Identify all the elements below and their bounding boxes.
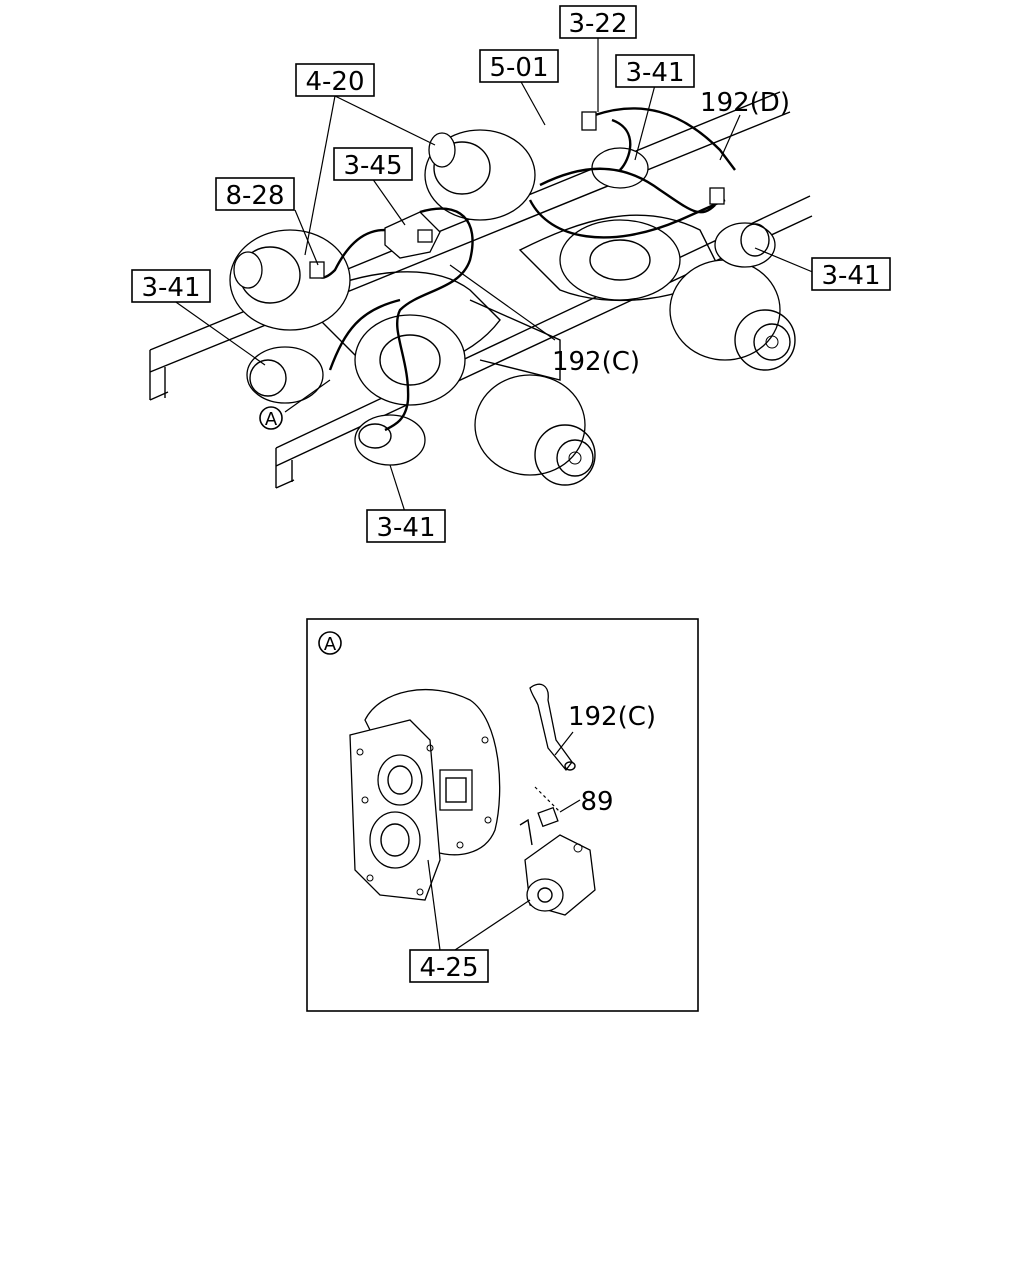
callout-3-22: 3-22 [559, 5, 637, 39]
label-4-25: 4-25 [419, 953, 478, 983]
callout-3-41-left: 3-41 [131, 269, 211, 303]
label-3-41-top: 3-41 [625, 58, 684, 88]
label-5-01: 5-01 [489, 53, 548, 83]
label-3-22: 3-22 [568, 9, 627, 39]
detail-view-a: A [306, 618, 699, 1012]
hose-192c [529, 683, 576, 772]
detail-label-192c: 192(C) [568, 702, 656, 732]
wheel-hub-rear-left [424, 129, 536, 221]
fittings [309, 111, 725, 279]
detail-marker: A [324, 634, 337, 655]
callout-5-01: 5-01 [479, 49, 559, 83]
label-a-marker: A [265, 409, 278, 430]
relay-valve [384, 211, 441, 259]
front-axle-housing [298, 271, 561, 406]
fitting-89 [537, 806, 559, 828]
label-3-41-bottom: 3-41 [376, 513, 435, 543]
callout-3-41-top: 3-41 [615, 54, 695, 88]
callout-3-41-bottom: 3-41 [366, 509, 446, 543]
rear-axle-housing [518, 214, 721, 302]
differential-carrier [349, 688, 501, 901]
label-8-28: 8-28 [225, 181, 284, 211]
label-3-41-left: 3-41 [141, 273, 200, 303]
callout-192d: 192(D) [700, 88, 790, 118]
compressor-unit [519, 818, 596, 916]
wheel-hub-rear-right [669, 259, 796, 371]
brake-chamber-rear-right [714, 222, 776, 268]
callout-a-marker: A [259, 406, 283, 430]
label-4-20: 4-20 [305, 67, 364, 97]
callout-192c: 192(C) [552, 347, 640, 377]
label-192c: 192(C) [552, 347, 640, 377]
air-hoses [313, 107, 736, 432]
axle-assembly-illustration [149, 91, 813, 489]
label-192d: 192(D) [700, 88, 790, 118]
callout-3-41-right: 3-41 [811, 257, 891, 291]
callout-4-25: 4-25 [409, 949, 489, 983]
leader-lines-detail [427, 731, 581, 951]
brake-chamber-front-right [354, 414, 426, 466]
detail-label-89: 89 [580, 787, 613, 817]
callout-8-28: 8-28 [215, 177, 295, 211]
brake-chamber-front-left [246, 346, 324, 404]
wheel-hub-front-right [474, 374, 596, 486]
label-3-45: 3-45 [343, 151, 402, 181]
callout-3-45: 3-45 [333, 147, 413, 181]
label-3-41-right: 3-41 [821, 261, 880, 291]
leader-lines-main [172, 38, 816, 513]
callout-4-20: 4-20 [295, 63, 375, 97]
wheel-hub-front-left [229, 229, 351, 331]
